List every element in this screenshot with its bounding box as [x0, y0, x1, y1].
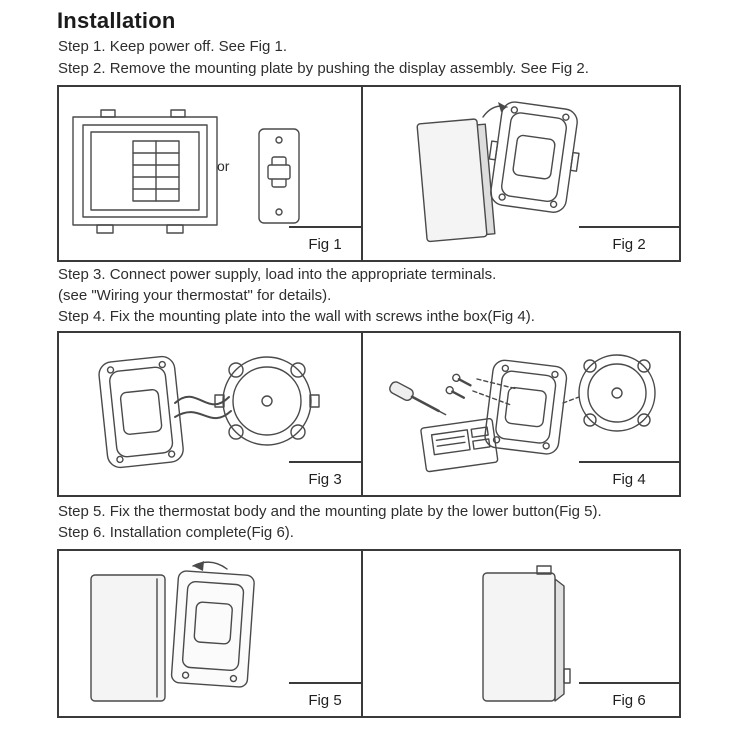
step-1-text: Step 1. Keep power off. See Fig 1. — [58, 38, 288, 55]
figure-box-3-divider — [361, 551, 363, 716]
fig2-label: Fig 2 — [579, 226, 679, 260]
figure-box-1: or Fig 1 Fig 2 — [57, 85, 681, 262]
fig1-label-text: Fig 1 — [308, 235, 342, 253]
or-label: or — [217, 158, 230, 174]
page-title: Installation — [57, 8, 176, 33]
step-6-text: Step 6. Installation complete(Fig 6). — [58, 524, 294, 541]
fig6-label: Fig 6 — [579, 682, 679, 716]
figure-box-1-divider — [361, 87, 363, 260]
figure-box-2-divider — [361, 333, 363, 495]
fig4-label-text: Fig 4 — [612, 470, 646, 488]
fig1-label: Fig 1 — [289, 226, 361, 260]
body-attachment-illustration — [90, 561, 255, 702]
step-4-text: Step 4. Fix the mounting plate into the … — [58, 308, 535, 325]
display-removal-illustration — [416, 101, 580, 243]
fig5-label-text: Fig 5 — [308, 691, 342, 709]
installed-thermostat-illustration — [482, 565, 571, 702]
fig5-label: Fig 5 — [289, 682, 361, 716]
figure-box-2: Fig 3 Fig 4 — [57, 331, 681, 497]
fig3-label-text: Fig 3 — [308, 470, 342, 488]
screw-fixing-illustration — [389, 354, 656, 473]
step-3-text-line2: (see "Wiring your thermostat" for detail… — [58, 287, 332, 304]
step-2-text: Step 2. Remove the mounting plate by pus… — [58, 60, 589, 77]
fig2-label-text: Fig 2 — [612, 235, 646, 253]
step-3-text-line1: Step 3. Connect power supply, load into … — [58, 266, 497, 283]
wiring-plate-and-wallbox-illustration — [98, 355, 320, 469]
fig4-label: Fig 4 — [579, 461, 679, 495]
fig3-label: Fig 3 — [289, 461, 361, 495]
figure-box-3: Fig 5 Fig 6 — [57, 549, 681, 718]
fig6-label-text: Fig 6 — [612, 691, 646, 709]
step-5-text: Step 5. Fix the thermostat body and the … — [58, 503, 602, 520]
breaker-panel-and-switch-illustration — [72, 109, 300, 234]
